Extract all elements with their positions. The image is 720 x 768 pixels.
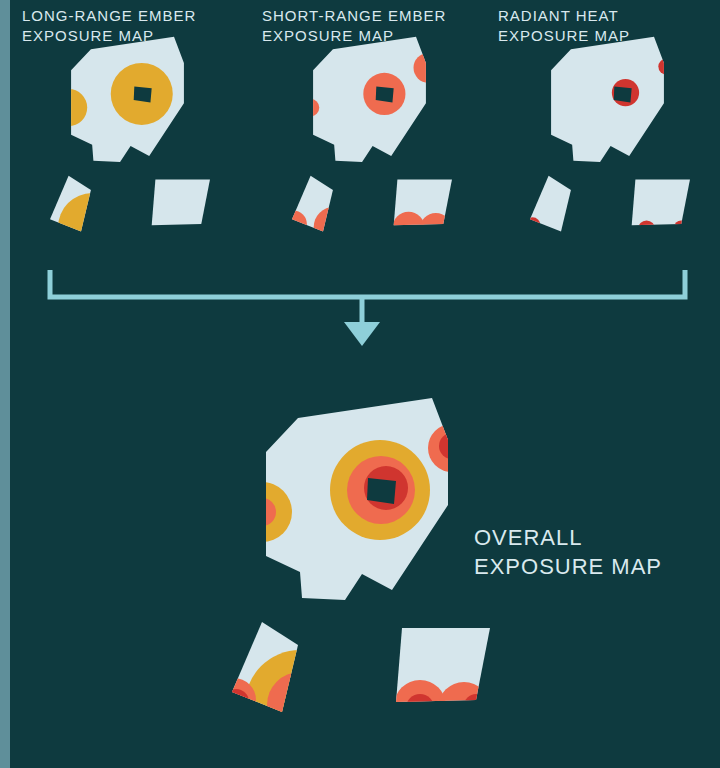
edge-strip [0,0,10,768]
parcel-shape [292,37,452,232]
building-footprint [614,86,632,102]
radiant-heat-zone [524,59,688,238]
building-footprint [367,478,396,504]
long-range-zone [50,63,173,261]
building-footprint [376,86,394,102]
bracket-stem [360,297,365,324]
long-range-map [50,37,210,261]
building-footprint [134,86,152,102]
merge-bracket [50,270,685,324]
bracket-line [50,270,685,297]
map-title: RADIANT HEAT EXPOSURE MAP [498,6,708,45]
overall-title: OVERALL EXPOSURE MAP [474,524,689,581]
parcel-shape [530,37,690,232]
short-range-zone [280,53,452,248]
map-title: LONG-RANGE EMBER EXPOSURE MAP [22,6,237,45]
radiant-heat-map [524,37,690,238]
radiant-heat-zone [223,433,488,722]
short-range-zone [212,424,490,738]
short-range-map [280,37,452,248]
down-arrow [344,322,380,346]
map-title: SHORT-RANGE EMBER EXPOSURE MAP [262,6,477,45]
overall-map [212,398,490,760]
